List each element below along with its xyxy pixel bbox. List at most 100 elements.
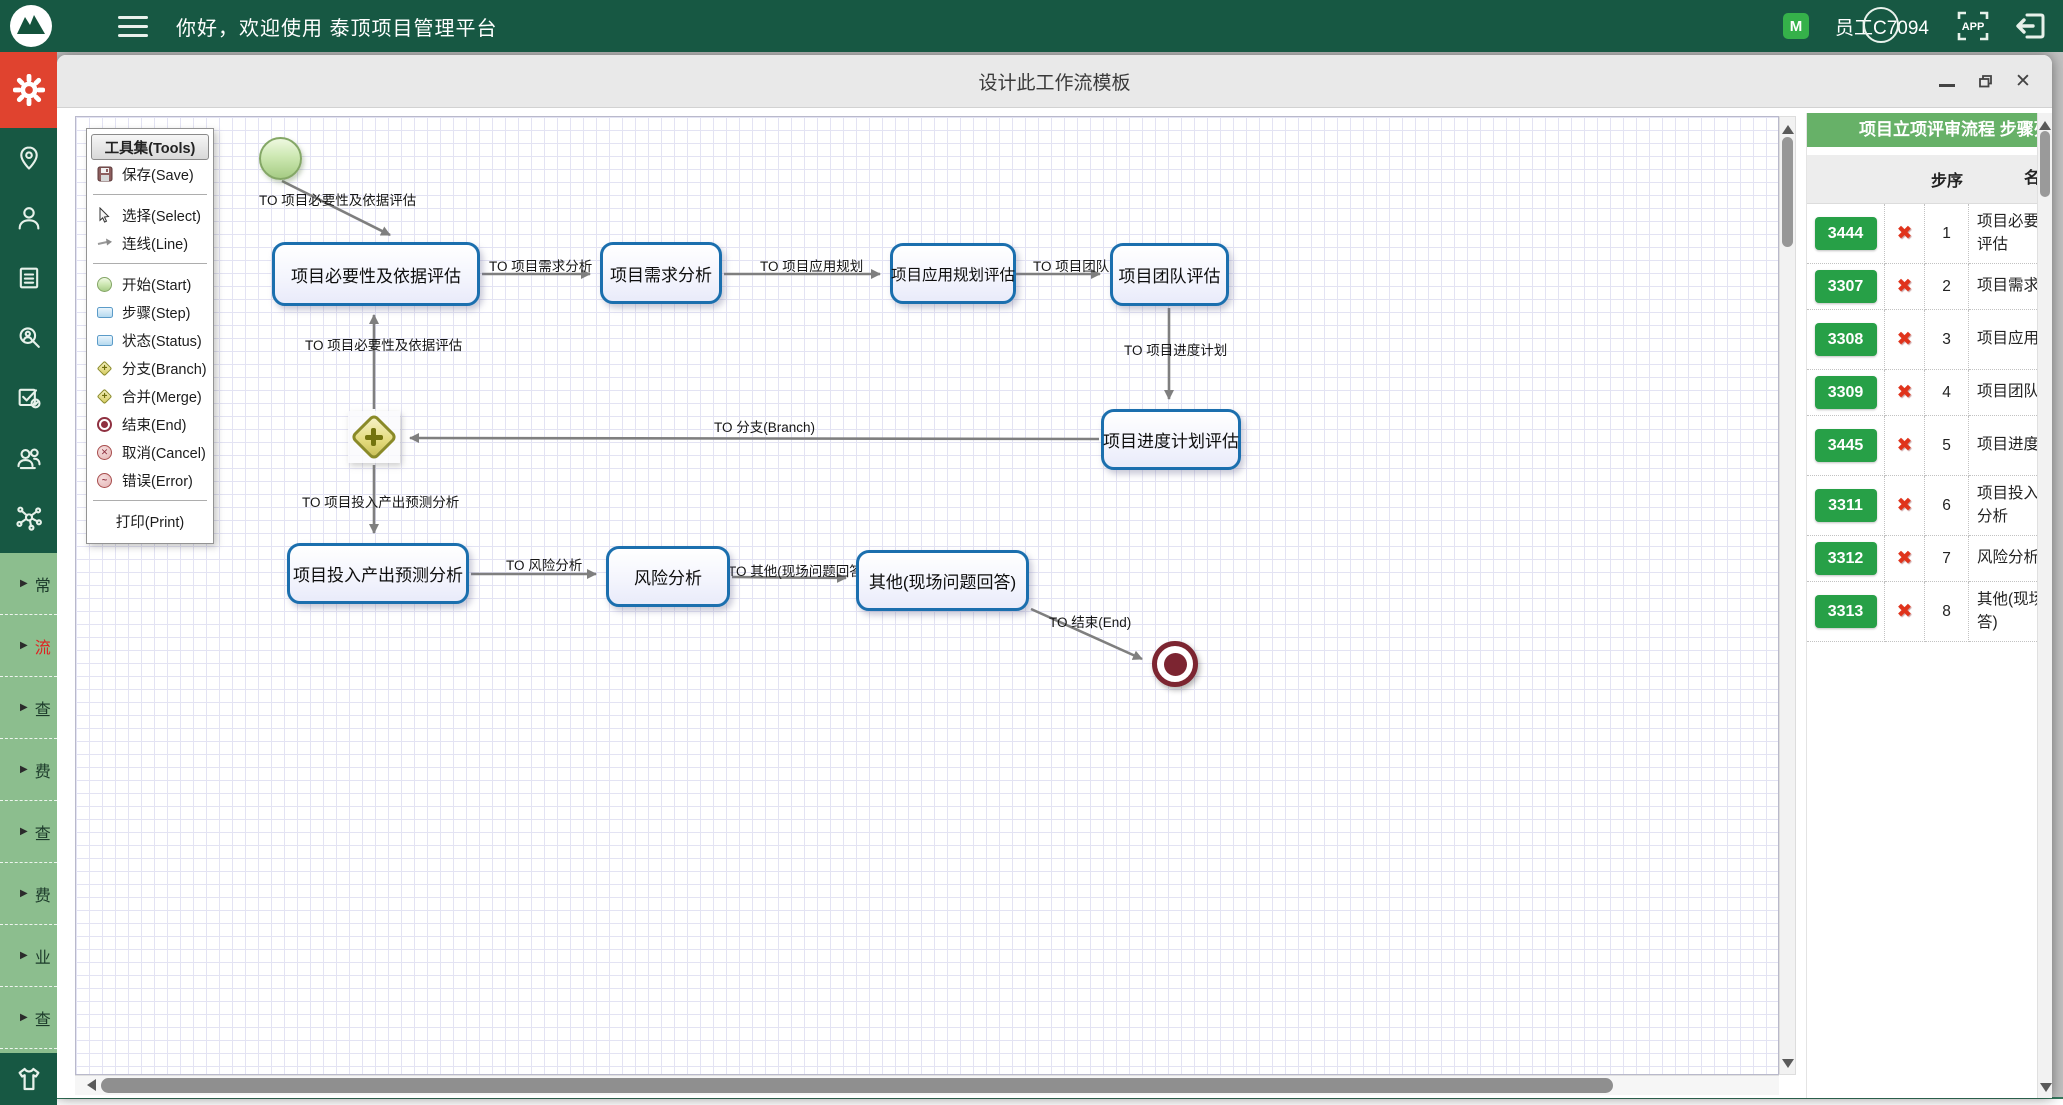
menu-item-label: 业 [34,949,51,967]
sidebar-menu-item[interactable]: ▶费 [0,863,57,925]
delete-step-icon[interactable]: ✖ [1896,548,1913,569]
scroll-left-arrow[interactable] [81,1079,96,1091]
flow-node-step[interactable]: 项目团队评估 [1110,243,1229,306]
panel-scroll-thumb[interactable] [2040,131,2050,197]
step-id-button[interactable]: 3445 [1814,429,1877,462]
menu-toggle-icon[interactable] [118,15,148,37]
minimize-button[interactable] [1936,71,1958,93]
delete-step-icon[interactable]: ✖ [1896,276,1913,297]
sidebar-menu-item[interactable]: ▶常 [0,553,57,615]
delete-step-icon[interactable]: ✖ [1896,329,1913,350]
menu-item-label: 查 [34,701,51,719]
message-badge[interactable]: M [1783,13,1809,39]
step-id-button[interactable]: 3308 [1814,323,1877,356]
tool-end[interactable]: 结束(End) [91,410,209,438]
step-id-button[interactable]: 3444 [1814,217,1877,250]
flow-node-step[interactable]: 项目必要性及依据评估 [272,242,480,306]
sidebar-item-settings[interactable] [0,52,57,128]
sidebar-menu-item-active[interactable]: ▶流 [0,615,57,677]
flow-node-step[interactable]: 项目应用规划评估 [890,243,1016,304]
tool-label: 错误(Error) [122,473,193,490]
flow-node-end[interactable] [1152,641,1198,687]
delete-step-icon[interactable]: ✖ [1896,223,1913,244]
delete-step-icon[interactable]: ✖ [1896,382,1913,403]
sidebar-menu-item[interactable]: ▶查 [0,677,57,739]
step-seq: 6 [1925,476,1969,536]
flow-node-step[interactable]: 项目投入产出预测分析 [287,543,469,604]
menu-item-label: 流 [34,639,51,657]
flow-node-start[interactable] [259,137,302,180]
canvas-vertical-scrollbar[interactable] [1779,116,1796,1075]
tool-select[interactable]: 选择(Select) [91,201,209,229]
flow-canvas[interactable]: 工具集(Tools) 保存(Save) 选择(Select) [75,116,1779,1075]
canvas-horizontal-scrollbar[interactable] [75,1075,1779,1095]
tool-label: 分支(Branch) [122,361,207,378]
sidebar-item-location[interactable] [0,128,57,188]
tools-header[interactable]: 工具集(Tools) [91,134,209,160]
edge-label: TO 项目团队 [1033,259,1110,274]
caret-right-icon: ▶ [20,640,28,651]
sidebar-item-approval[interactable] [0,368,57,428]
edge-start-to-node1 [281,179,391,237]
caret-right-icon: ▶ [20,1012,28,1023]
sidebar-item-theme[interactable] [0,1053,57,1105]
delete-step-icon[interactable]: ✖ [1896,495,1913,516]
tool-error[interactable]: ~ 错误(Error) [91,466,209,494]
step-id-button[interactable]: 3309 [1814,376,1877,409]
delete-step-icon[interactable]: ✖ [1896,601,1913,622]
app-download-icon[interactable]: APP [1955,8,1991,44]
sidebar-item-documents[interactable] [0,248,57,308]
page-footer-strip [57,1097,2063,1105]
logout-icon[interactable] [2013,8,2049,44]
delete-step-icon[interactable]: ✖ [1896,435,1913,456]
flow-node-step[interactable]: 项目需求分析 [600,242,722,304]
menu-item-label: 费 [34,763,51,781]
step-name: 项目必要性及依据评估 [1969,204,2052,264]
cursor-icon [96,207,113,224]
steps-panel-title: 项目立项评审流程 步骤列表 [1807,113,2052,147]
username-label[interactable]: 员工C7094 [1831,6,1933,43]
scroll-down-arrow[interactable] [2039,1083,2052,1098]
table-header-row: 步序 名称 [1807,155,2052,204]
scroll-down-arrow[interactable] [1782,1059,1794,1074]
step-id-button[interactable]: 3307 [1814,270,1877,303]
flow-node-step[interactable]: 其他(现场问题回答) [856,550,1029,611]
flow-node-branch[interactable] [348,411,400,463]
tool-print[interactable]: 打印(Print) [115,514,185,531]
flow-node-step[interactable]: 风险分析 [606,546,730,607]
merge-node-icon: + [96,388,113,405]
sidebar-item-find-person[interactable] [0,308,57,368]
steps-table: 步序 名称 3444 ✖ 1 项目必要性及依据评估 3307 ✖ 2 项目需求分… [1807,155,2052,642]
sidebar-menu-item[interactable]: ▶查 [0,801,57,863]
scroll-up-arrow[interactable] [2039,115,2051,130]
horizontal-scroll-thumb[interactable] [101,1078,1613,1093]
sidebar-menu-item[interactable]: ▶费 [0,739,57,801]
tool-start[interactable]: 开始(Start) [91,270,209,298]
tool-cancel[interactable]: ✕ 取消(Cancel) [91,438,209,466]
maximize-button[interactable] [1974,71,1996,93]
sidebar-menu-item[interactable]: ▶查 [0,987,57,1049]
panel-vertical-scrollbar[interactable] [2037,113,2052,1098]
tool-step[interactable]: 步骤(Step) [91,298,209,326]
sidebar-item-team[interactable] [0,428,57,488]
end-node-icon [96,416,113,433]
sidebar-item-workflow[interactable] [0,488,57,548]
close-button[interactable]: ✕ [2015,71,2031,92]
step-id-button[interactable]: 3313 [1814,595,1877,628]
scroll-up-arrow[interactable] [1781,119,1794,134]
sidebar-menu-item[interactable]: ▶业 [0,925,57,987]
tool-status[interactable]: 状态(Status) [91,326,209,354]
step-id-button[interactable]: 3312 [1814,542,1877,575]
tool-line[interactable]: 连线(Line) [91,229,209,257]
step-id-button[interactable]: 3311 [1814,489,1877,522]
modal-titlebar[interactable]: 设计此工作流模板 ✕ [57,55,2052,108]
sidebar-collapsed-menu: ▶常 ▶流 ▶查 ▶费 ▶查 ▶费 ▶业 ▶查 [0,553,57,1053]
tool-save[interactable]: 保存(Save) [91,160,209,188]
branch-node-icon: + [96,360,113,377]
caret-right-icon: ▶ [20,578,28,589]
tool-branch[interactable]: + 分支(Branch) [91,354,209,382]
vertical-scroll-thumb[interactable] [1782,137,1793,247]
tool-merge[interactable]: + 合并(Merge) [91,382,209,410]
sidebar-item-profile[interactable] [0,188,57,248]
flow-node-step[interactable]: 项目进度计划评估 [1101,409,1241,470]
